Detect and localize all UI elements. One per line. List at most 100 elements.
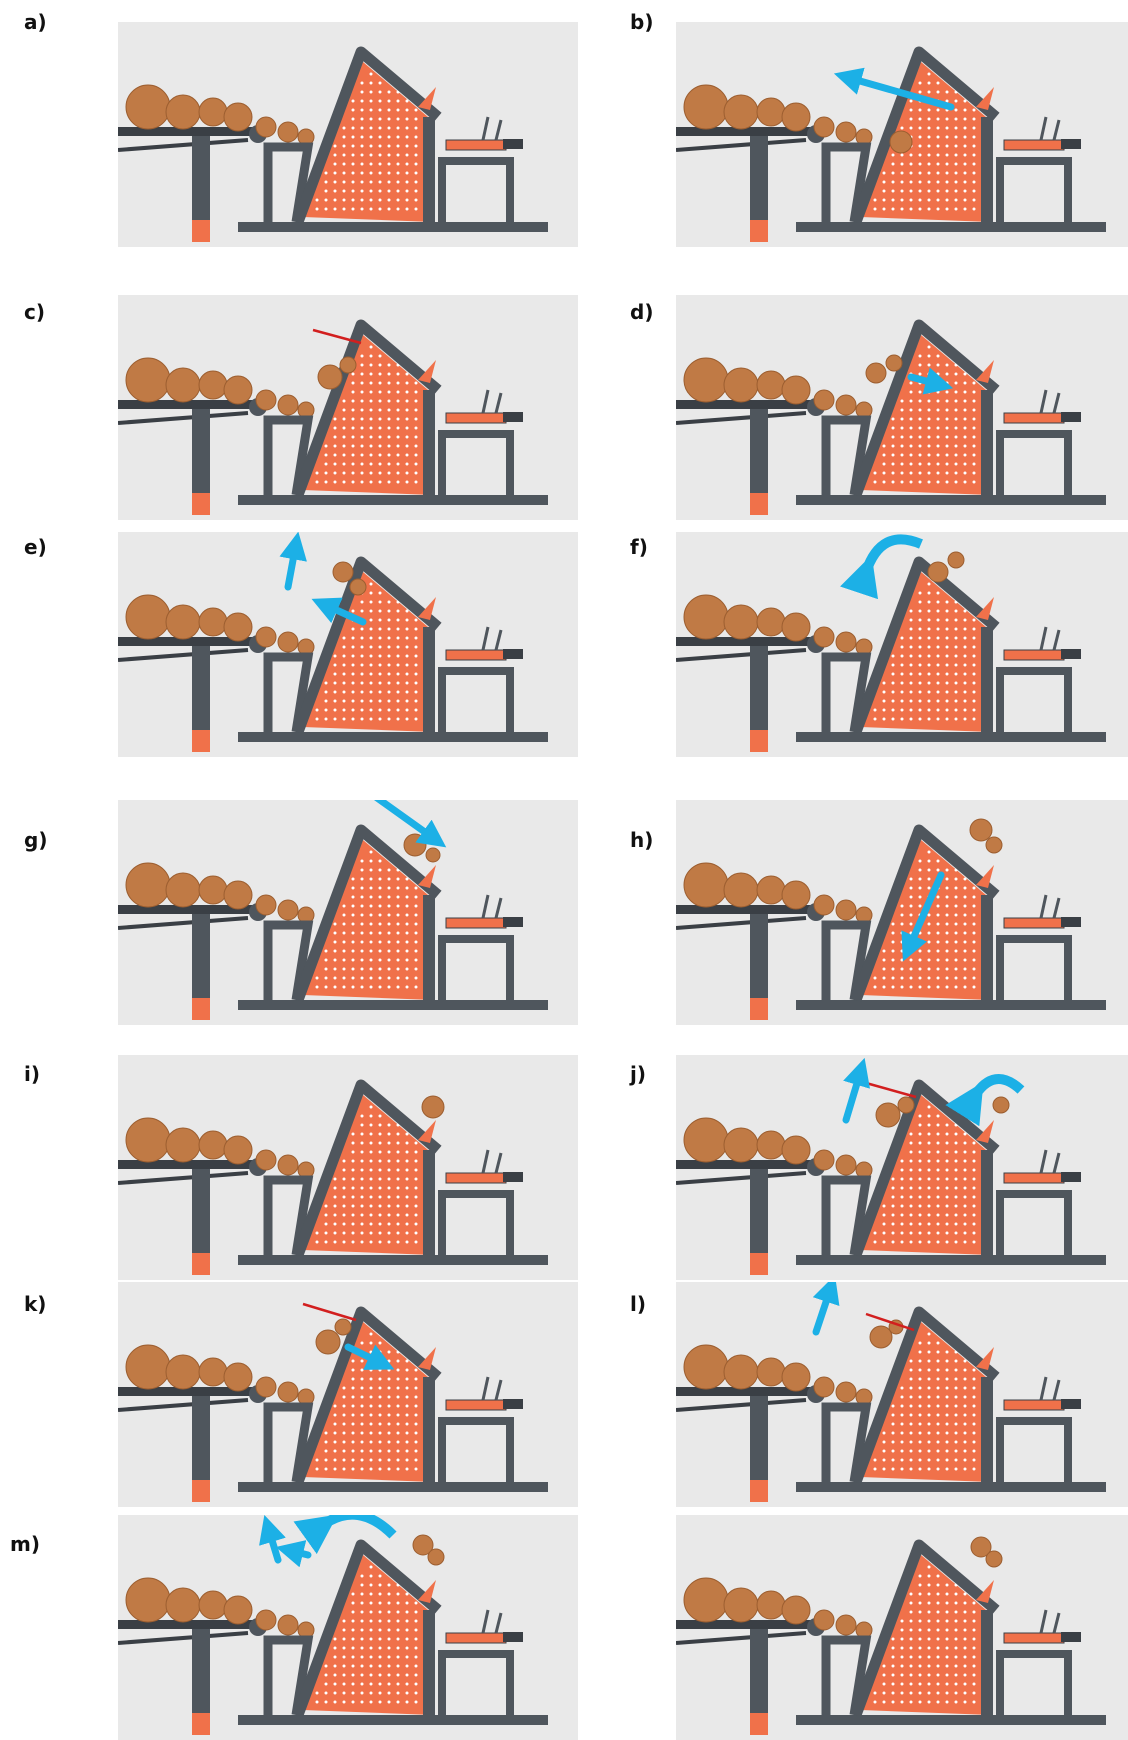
plate-hole (325, 718, 328, 721)
plate-hole (379, 1674, 382, 1677)
plate-hole (892, 1405, 895, 1408)
plate-hole (415, 145, 418, 148)
plate-hole (937, 391, 940, 394)
plate-hole (370, 1196, 373, 1199)
plate-hole (406, 481, 409, 484)
log (256, 627, 276, 647)
plate-hole (901, 941, 904, 944)
plate-hole (325, 199, 328, 202)
plate-hole (955, 391, 958, 394)
plate-hole (928, 1151, 931, 1154)
plate-hole (946, 977, 949, 980)
plate-hole (964, 959, 967, 962)
plate-hole (901, 190, 904, 193)
log-in-process (876, 1103, 900, 1127)
plate-hole (937, 914, 940, 917)
plate-hole (370, 73, 373, 76)
support-foot (750, 1480, 768, 1502)
plate-hole (919, 427, 922, 430)
plate-hole (415, 409, 418, 412)
plate-hole (919, 1638, 922, 1641)
plate-hole (316, 1701, 319, 1704)
plate-hole (397, 1405, 400, 1408)
plate-hole (379, 1214, 382, 1217)
plate-hole (964, 1602, 967, 1605)
log (814, 1150, 834, 1170)
plate-hole (379, 1115, 382, 1118)
plate-hole (928, 1656, 931, 1659)
plate-hole (406, 1450, 409, 1453)
plate-hole (361, 610, 364, 613)
plate-hole (361, 1638, 364, 1641)
plate-hole (910, 1160, 913, 1163)
plate-hole (883, 445, 886, 448)
plate-hole (973, 637, 976, 640)
plate-hole (892, 1441, 895, 1444)
plate-hole (928, 977, 931, 980)
log (126, 85, 170, 129)
plate-hole (946, 427, 949, 430)
plate-hole (388, 1674, 391, 1677)
plate-hole (352, 427, 355, 430)
plate-hole (928, 127, 931, 130)
plate-hole (964, 409, 967, 412)
plate-hole (397, 887, 400, 890)
plate-hole (352, 1423, 355, 1426)
plate-hole (874, 1701, 877, 1704)
plate-hole (910, 1241, 913, 1244)
plate-hole (955, 1674, 958, 1677)
plate-hole (397, 1205, 400, 1208)
plate-hole (892, 172, 895, 175)
plate-hole (352, 682, 355, 685)
plate-hole (928, 968, 931, 971)
plate-hole (937, 619, 940, 622)
plate-hole (973, 1459, 976, 1462)
plate-hole (955, 118, 958, 121)
plate-hole (388, 1124, 391, 1127)
plate-hole (388, 208, 391, 211)
plate-hole (343, 1178, 346, 1181)
plate-hole (361, 100, 364, 103)
plate-hole (901, 986, 904, 989)
plate-hole (919, 355, 922, 358)
plate-hole (910, 1441, 913, 1444)
plate-hole (928, 409, 931, 412)
plate-hole (352, 1665, 355, 1668)
plate-hole (910, 986, 913, 989)
outfeed-frame-left (996, 1190, 1004, 1260)
plate-hole (361, 1396, 364, 1399)
plate-hole (910, 977, 913, 980)
plate-hole (352, 463, 355, 466)
log (278, 1155, 298, 1175)
plate-hole (325, 1232, 328, 1235)
plate-hole (361, 1124, 364, 1127)
plate-hole (955, 400, 958, 403)
plate-hole (964, 382, 967, 385)
sequence-panel (118, 22, 578, 247)
plate-hole (361, 199, 364, 202)
plate-hole (928, 418, 931, 421)
plate-hole (955, 1638, 958, 1641)
plate-hole (397, 1387, 400, 1390)
plate-hole (352, 1692, 355, 1695)
plate-hole (901, 427, 904, 430)
plate-hole (343, 1205, 346, 1208)
plate-hole (379, 1414, 382, 1417)
log (199, 876, 227, 904)
plate-hole (883, 977, 886, 980)
plate-hole (334, 986, 337, 989)
outfeed-end-cap (503, 649, 523, 659)
plate-hole (406, 1647, 409, 1650)
plate-hole (379, 409, 382, 412)
plate-hole (964, 1656, 967, 1659)
support-leg (192, 914, 210, 999)
plate-hole (964, 100, 967, 103)
plate-hole (901, 172, 904, 175)
plate-hole (415, 950, 418, 953)
plate-hole (928, 1169, 931, 1172)
plate-hole (397, 941, 400, 944)
plate-hole (928, 950, 931, 953)
plate-hole (379, 878, 382, 881)
plate-hole (964, 1133, 967, 1136)
plate-hole (955, 1629, 958, 1632)
